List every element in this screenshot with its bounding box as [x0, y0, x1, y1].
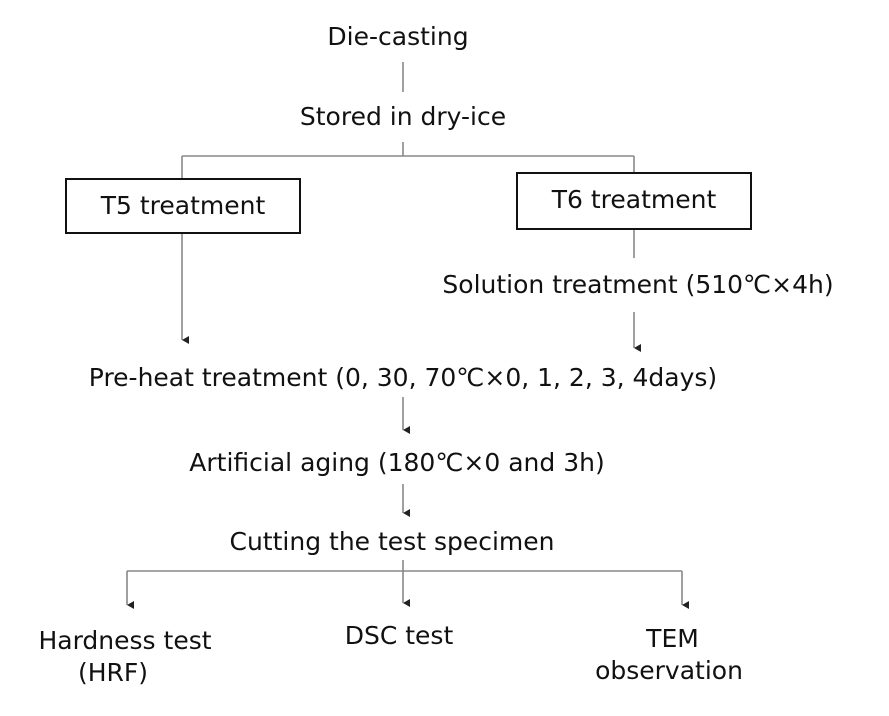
hardness-test-unit: (HRF): [77, 658, 149, 687]
step-die-casting: Die-casting: [327, 22, 469, 51]
tem-observation-label: observation: [595, 656, 743, 685]
step-pre-heat-treatment: Pre-heat treatment (0, 30, 70℃×0, 1, 2, …: [88, 363, 718, 392]
step-solution-treatment: Solution treatment (510℃×4h): [442, 270, 834, 299]
step-cutting-test-specimen: Cutting the test specimen: [229, 527, 555, 556]
test-tem: TEM observation: [595, 624, 760, 688]
t6-treatment-label: T6 treatment: [551, 185, 717, 214]
t5-treatment-label: T5 treatment: [100, 191, 266, 220]
hardness-test-label: Hardness test: [38, 626, 212, 655]
tem-label: TEM: [646, 624, 699, 653]
test-hardness: Hardness test (HRF): [20, 626, 230, 690]
step-artificial-aging: Artificial aging (180℃×0 and 3h): [189, 448, 605, 477]
box-t6-treatment: T6 treatment: [516, 172, 752, 230]
step-stored-in-dry-ice: Stored in dry-ice: [299, 102, 507, 131]
test-dsc: DSC test: [344, 621, 454, 650]
box-t5-treatment: T5 treatment: [65, 178, 301, 234]
